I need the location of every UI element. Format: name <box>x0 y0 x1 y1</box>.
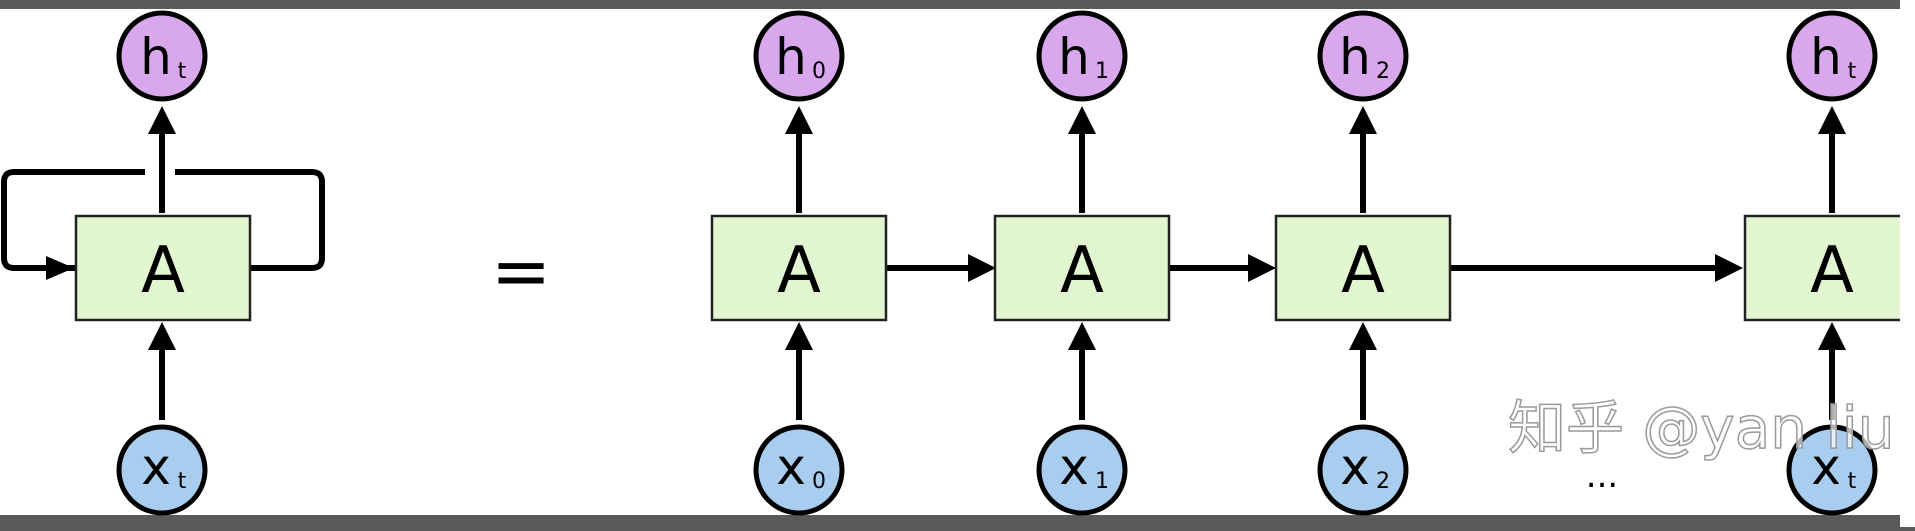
output-arrowhead <box>1349 106 1377 134</box>
loop-cell-label: A <box>141 234 185 308</box>
output-symbol: h <box>1339 28 1371 86</box>
cell-box <box>710 214 888 322</box>
ellipsis: ... <box>1586 456 1618 496</box>
unrolled-cell-t: A h t x t <box>1743 10 1915 516</box>
unrolled-cell-2: A h 2 x 2 <box>1274 10 1452 516</box>
loop-cell-box <box>74 214 252 322</box>
output-arrowhead <box>1068 106 1096 134</box>
input-node <box>1786 424 1878 516</box>
output-arrowhead <box>785 106 813 134</box>
cell-box <box>993 214 1171 322</box>
input-node <box>753 424 845 516</box>
input-arrowhead <box>148 322 176 350</box>
recurrent-connections <box>886 254 1743 282</box>
output-node <box>1317 10 1409 102</box>
input-subscript: 2 <box>1376 469 1390 494</box>
output-node <box>1786 10 1878 102</box>
cell-box <box>1743 214 1915 322</box>
input-symbol: x <box>776 438 806 496</box>
input-arrowhead <box>1818 322 1846 350</box>
output-symbol: h <box>775 28 807 86</box>
cell-box <box>1274 214 1452 322</box>
unrolled-cell-1: A h 1 x 1 <box>993 10 1171 516</box>
output-node <box>1036 10 1128 102</box>
loop-input-symbol: x <box>141 438 171 496</box>
output-arrowhead <box>1818 106 1846 134</box>
output-subscript: 1 <box>1095 59 1109 84</box>
input-subscript: t <box>1848 469 1857 494</box>
cell-label: A <box>1060 234 1104 308</box>
equals-sign: = <box>491 229 551 313</box>
cell-label: A <box>1810 234 1854 308</box>
connection-0-1-head <box>968 254 996 282</box>
loop-input-node <box>116 424 208 516</box>
input-arrowhead <box>1068 322 1096 350</box>
output-subscript: 0 <box>812 59 826 84</box>
output-arrowhead <box>148 106 176 134</box>
cell-label: A <box>777 234 821 308</box>
loop-output-subscript: t <box>178 59 187 84</box>
input-arrowhead <box>1349 322 1377 350</box>
connection-2-t-head <box>1715 254 1743 282</box>
output-subscript: t <box>1848 59 1857 84</box>
input-subscript: 1 <box>1095 469 1109 494</box>
loop-output-node <box>116 10 208 102</box>
output-node <box>753 10 845 102</box>
loop-cell: A h t x t <box>1 10 325 516</box>
output-symbol: h <box>1058 28 1090 86</box>
unrolled-cell-0: A h 0 x 0 <box>710 10 888 516</box>
input-symbol: x <box>1340 438 1370 496</box>
input-symbol: x <box>1059 438 1089 496</box>
connection-1-2-head <box>1248 254 1276 282</box>
loop-arrowhead <box>46 256 74 280</box>
output-symbol: h <box>1810 28 1842 86</box>
right-edge-strip <box>1900 0 1915 527</box>
cell-label: A <box>1341 234 1385 308</box>
watermark: 知乎 @yan liu <box>1508 394 1895 462</box>
input-node <box>1317 424 1409 516</box>
output-subscript: 2 <box>1376 59 1390 84</box>
loop-output-symbol: h <box>140 28 172 86</box>
input-subscript: 0 <box>812 469 826 494</box>
loop-input-subscript: t <box>178 469 187 494</box>
input-symbol: x <box>1811 438 1841 496</box>
input-node <box>1036 424 1128 516</box>
input-arrowhead <box>785 322 813 350</box>
diagram-background <box>0 9 1900 515</box>
